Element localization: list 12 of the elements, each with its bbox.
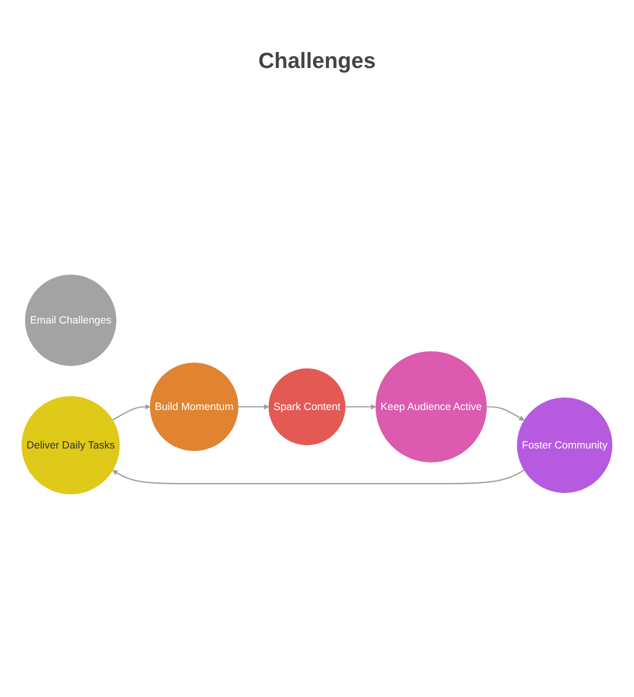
node-circle: Email Challenges [25,274,116,366]
node-circle: Keep Audience Active [376,350,487,462]
node-circle: Deliver Daily Tasks [22,396,120,494]
arrow [486,406,524,420]
arrow [112,404,150,420]
node-circle: Build Momentum [150,362,238,451]
node-circle: Spark Content [268,368,346,445]
arrow [238,404,270,410]
arrow [112,468,525,484]
node-circle: Foster Community [516,397,612,492]
arrow [345,404,376,410]
title: Challenges [257,48,377,74]
